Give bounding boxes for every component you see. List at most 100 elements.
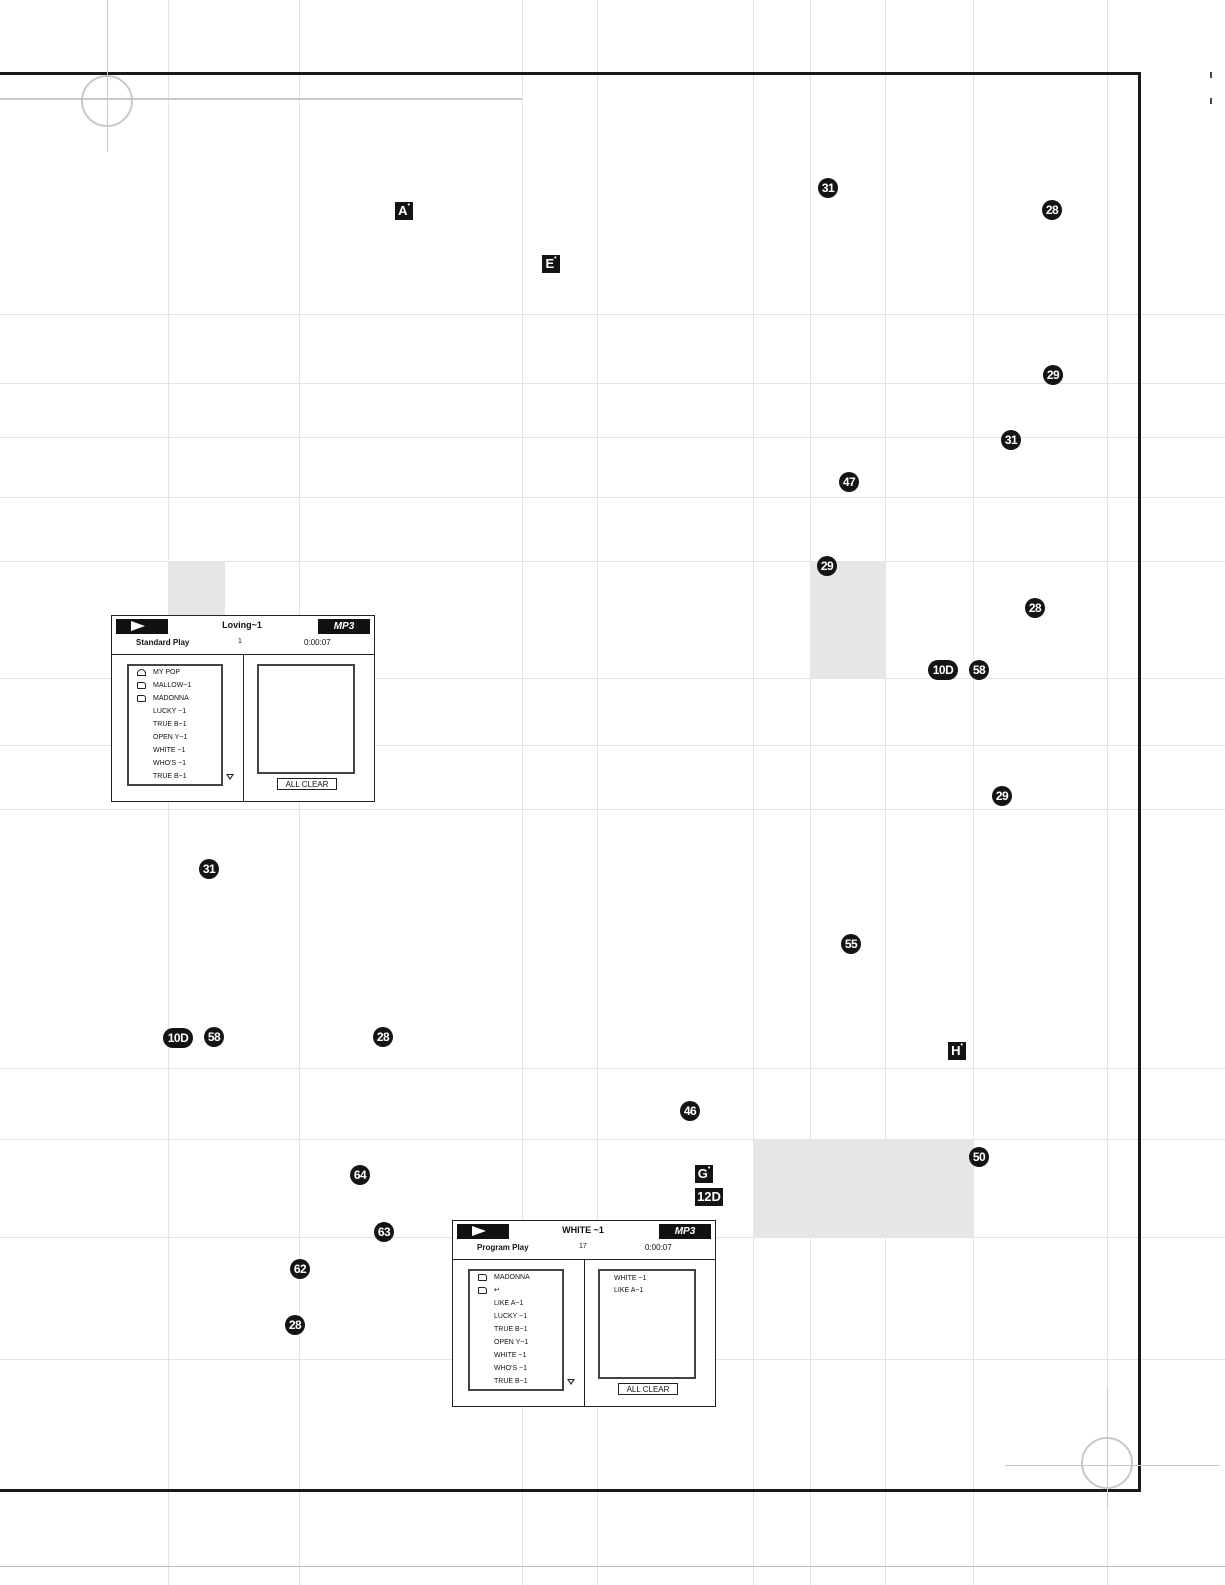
file-list-item[interactable]: LUCKY ~1 xyxy=(470,1310,562,1323)
callout-badge: 31 xyxy=(199,859,219,879)
file-list-item-label: LIKE A~1 xyxy=(494,1300,524,1307)
key-a-icon: A• xyxy=(395,202,413,220)
callout-badge: 31 xyxy=(818,178,838,198)
key-g-icon: G• xyxy=(695,1165,713,1183)
callout-badge: 29 xyxy=(992,786,1012,806)
elapsed-time: 0:00:07 xyxy=(645,1243,672,1252)
file-list-item[interactable]: WHO'S ~1 xyxy=(129,757,221,770)
callout-badge: 58 xyxy=(969,660,989,680)
program-list-item[interactable]: WHITE ~1 xyxy=(614,1275,647,1282)
program-list xyxy=(257,664,355,774)
play-mode: Program Play xyxy=(477,1243,529,1252)
play-icon xyxy=(116,619,168,634)
file-list-item[interactable]: TRUE B~1 xyxy=(129,718,221,731)
file-list-item-label: LUCKY ~1 xyxy=(153,708,187,715)
key-12d-icon: 12D xyxy=(695,1188,723,1206)
key-e-icon: E• xyxy=(542,255,560,273)
file-list-item[interactable]: MALLOW~1 xyxy=(129,679,221,692)
all-clear-button[interactable]: ALL CLEAR xyxy=(618,1383,678,1395)
callout-badge: 47 xyxy=(839,472,859,492)
screen-header: WHITE ~1 MP3 Program Play 17 0:00:07 xyxy=(453,1221,715,1260)
file-list-item[interactable]: WHITE ~1 xyxy=(129,744,221,757)
file-list-item[interactable]: OPEN Y~1 xyxy=(129,731,221,744)
file-list-item-label: MADONNA xyxy=(153,695,189,702)
file-list-item-label: ↵ xyxy=(494,1287,500,1294)
folder-icon xyxy=(478,1287,487,1294)
file-list-item[interactable]: WHITE ~1 xyxy=(470,1349,562,1362)
file-list-item[interactable]: MADONNA xyxy=(129,692,221,705)
callout-badge: 28 xyxy=(1025,598,1045,618)
file-list-item-label: WHITE ~1 xyxy=(494,1352,527,1359)
key-h-icon: H• xyxy=(948,1042,966,1060)
track-number: 1 xyxy=(238,638,242,645)
file-list-item[interactable]: MADONNA xyxy=(470,1271,562,1284)
registration-mark xyxy=(1081,1437,1133,1489)
file-list-item[interactable]: TRUE B~1 xyxy=(129,770,221,783)
mp3-standard-play-screen: Loving~1 MP3 Standard Play 1 0:00:07 MY … xyxy=(111,615,375,802)
file-list-item-label: WHO'S ~1 xyxy=(494,1365,528,1372)
callout-badge: 64 xyxy=(350,1165,370,1185)
mp3-logo: MP3 xyxy=(318,619,370,634)
callout-badge: 50 xyxy=(969,1147,989,1167)
file-list-item-label: OPEN Y~1 xyxy=(494,1339,529,1346)
program-list-item[interactable]: LIKE A~1 xyxy=(614,1287,644,1294)
current-track: Loving~1 xyxy=(222,620,262,630)
open-folder-icon xyxy=(137,669,146,676)
callout-badge: 58 xyxy=(204,1027,224,1047)
callout-badge: 28 xyxy=(1042,200,1062,220)
scroll-down-icon xyxy=(226,774,234,780)
registration-mark xyxy=(81,75,133,127)
screen-header: Loving~1 MP3 Standard Play 1 0:00:07 xyxy=(112,616,374,655)
callout-badge: 10D xyxy=(163,1028,193,1048)
file-list-item[interactable]: LIKE A~1 xyxy=(470,1297,562,1310)
page-frame xyxy=(0,72,1141,1492)
crop-mark xyxy=(1210,98,1212,104)
callout-badge: 29 xyxy=(817,556,837,576)
file-list-item[interactable]: ↵ xyxy=(470,1284,562,1297)
file-list-item-label: OPEN Y~1 xyxy=(153,734,188,741)
scroll-down-icon xyxy=(567,1379,575,1385)
file-list-item-label: MALLOW~1 xyxy=(153,682,192,689)
shaded-block xyxy=(168,561,225,616)
current-track: WHITE ~1 xyxy=(562,1225,604,1235)
track-number: 17 xyxy=(579,1243,587,1250)
file-list-item-label: TRUE B~1 xyxy=(153,721,187,728)
callout-badge: 29 xyxy=(1043,365,1063,385)
callout-badge: 28 xyxy=(373,1027,393,1047)
file-list-item-label: LUCKY ~1 xyxy=(494,1313,528,1320)
callout-badge: 10D xyxy=(928,660,958,680)
file-list-item-label: TRUE B~1 xyxy=(494,1378,528,1385)
file-list-item-label: TRUE B~1 xyxy=(494,1326,528,1333)
file-list-item[interactable]: TRUE B~1 xyxy=(470,1323,562,1336)
callout-badge: 63 xyxy=(374,1222,394,1242)
folder-icon xyxy=(478,1274,487,1281)
callout-badge: 28 xyxy=(285,1315,305,1335)
folder-icon xyxy=(137,682,146,689)
callout-badge: 62 xyxy=(290,1259,310,1279)
file-list-item[interactable]: WHO'S ~1 xyxy=(470,1362,562,1375)
all-clear-button[interactable]: ALL CLEAR xyxy=(277,778,337,790)
mp3-program-play-screen: WHITE ~1 MP3 Program Play 17 0:00:07 MAD… xyxy=(452,1220,716,1407)
file-list-item-label: MADONNA xyxy=(494,1274,530,1281)
file-list-item-label: TRUE B~1 xyxy=(153,773,187,780)
file-list-item[interactable]: MY POP xyxy=(129,666,221,679)
file-list-item-label: WHITE ~1 xyxy=(153,747,186,754)
file-list-item-label: MY POP xyxy=(153,669,181,676)
file-list-item[interactable]: TRUE B~1 xyxy=(470,1375,562,1388)
mp3-logo: MP3 xyxy=(659,1224,711,1239)
callout-badge: 46 xyxy=(680,1101,700,1121)
elapsed-time: 0:00:07 xyxy=(304,638,331,647)
crop-mark xyxy=(0,98,522,100)
crop-mark xyxy=(1210,72,1212,78)
callout-badge: 55 xyxy=(841,934,861,954)
play-mode: Standard Play xyxy=(136,638,190,647)
folder-icon xyxy=(137,695,146,702)
play-icon xyxy=(457,1224,509,1239)
program-list: WHITE ~1 LIKE A~1 xyxy=(598,1269,696,1379)
file-list-item[interactable]: OPEN Y~1 xyxy=(470,1336,562,1349)
file-list-item-label: WHO'S ~1 xyxy=(153,760,187,767)
file-list-item[interactable]: LUCKY ~1 xyxy=(129,705,221,718)
callout-badge: 31 xyxy=(1001,430,1021,450)
